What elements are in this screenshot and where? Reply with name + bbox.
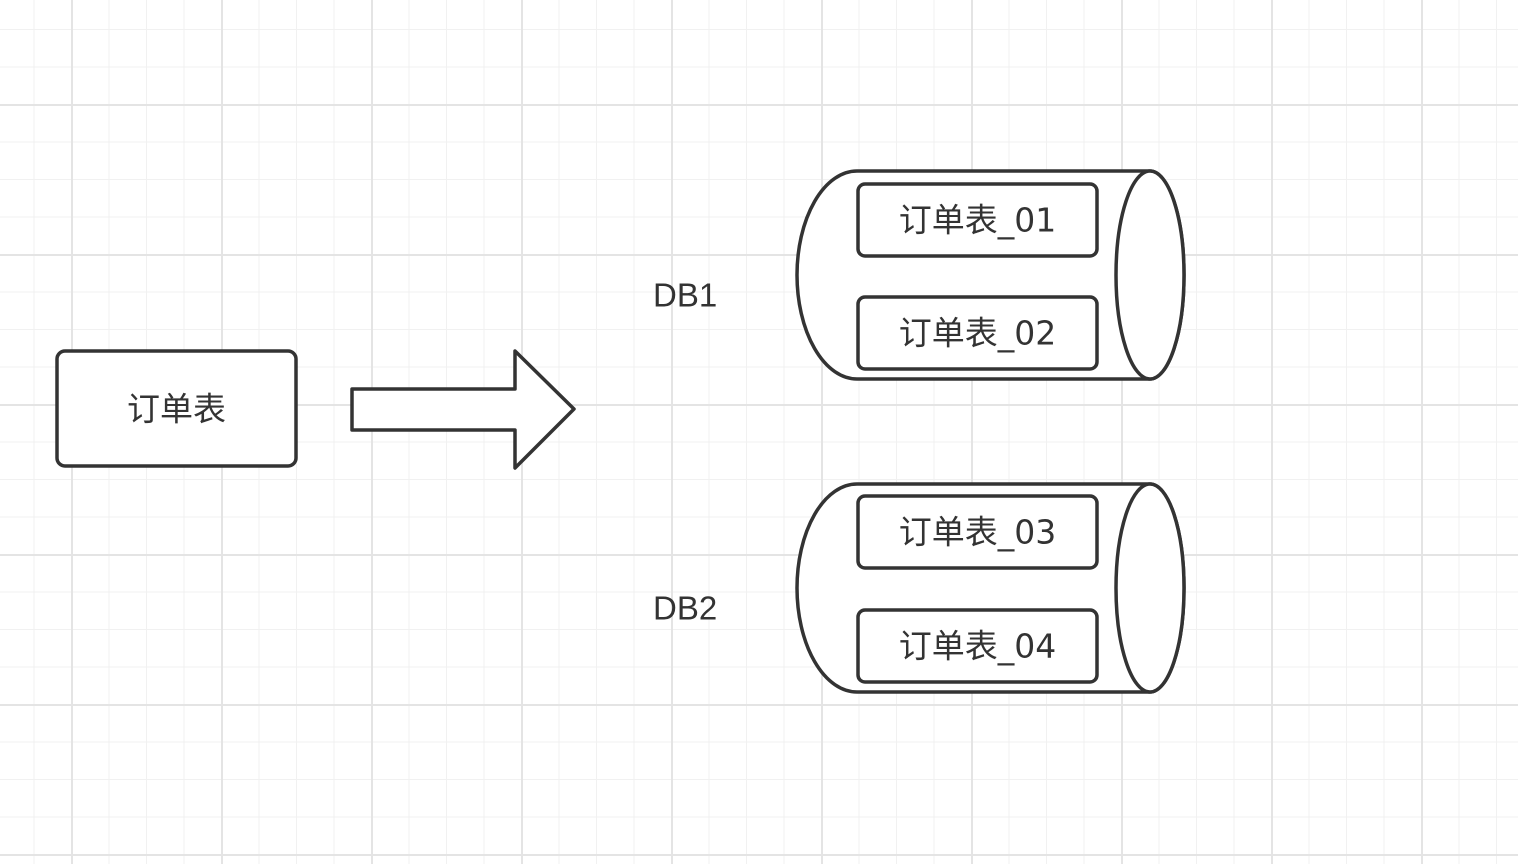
source-table-box	[55, 349, 298, 468]
db2-table-04[interactable]: 订单表_04	[856, 608, 1099, 684]
table-label: 订单表_04	[899, 627, 1057, 666]
source-table-node[interactable]: 订单表	[55, 349, 298, 468]
table-label: 订单表_02	[899, 314, 1057, 353]
db2-table-03[interactable]: 订单表_03	[856, 494, 1099, 570]
db1-table-01[interactable]: 订单表_01	[856, 182, 1099, 258]
split-arrow	[350, 349, 576, 470]
table-label: 订单表_03	[899, 513, 1057, 552]
table-box	[856, 182, 1099, 258]
table-box	[856, 295, 1099, 371]
table-label: 订单表_01	[899, 201, 1057, 240]
db2-cylinder-cap	[1114, 482, 1186, 694]
table-box	[856, 494, 1099, 570]
db2-label: DB2	[653, 590, 717, 627]
table-box	[856, 608, 1099, 684]
source-table-label: 订单表	[127, 390, 226, 429]
db1-label: DB1	[653, 277, 717, 314]
db1-cylinder-cap	[1114, 169, 1186, 381]
db1-table-02[interactable]: 订单表_02	[856, 295, 1099, 371]
